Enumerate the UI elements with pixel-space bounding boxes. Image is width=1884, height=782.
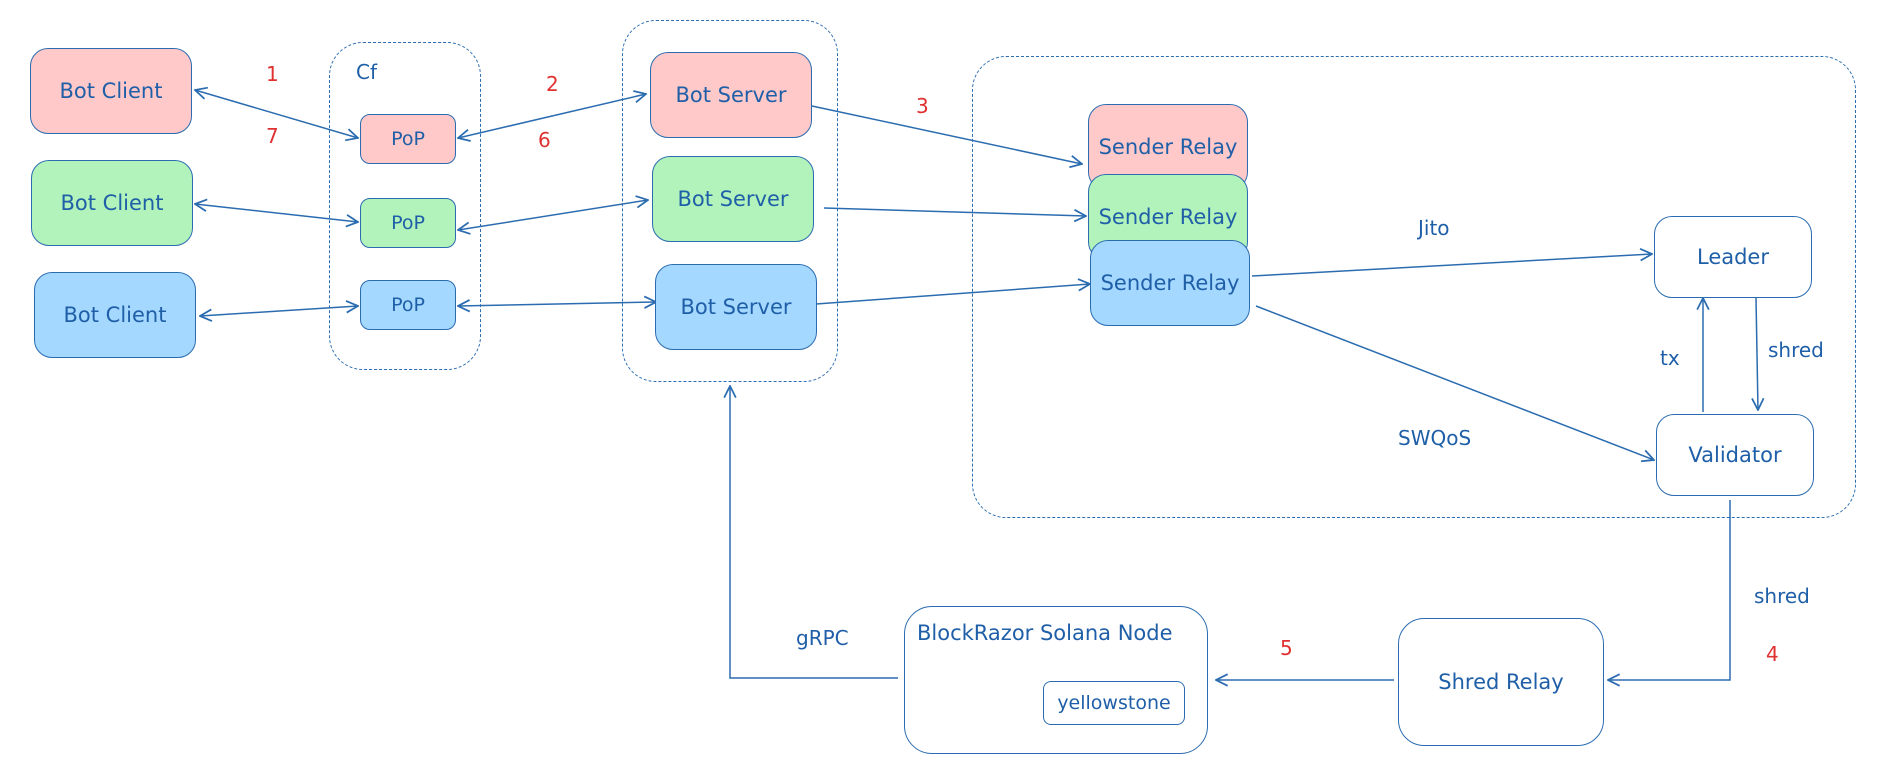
edge-relay-leader [1251,254,1652,277]
bot-client-blue[interactable]: Bot Client [34,272,196,358]
edge-server2-relay2 [823,207,1086,216]
edge-label-shred-down: shred [1768,338,1824,362]
step-number-3: 3 [916,94,929,118]
blockrazor-solana-node[interactable]: BlockRazor Solana Node yellowstone [904,606,1208,754]
validator-label: Validator [1688,443,1782,467]
bot-server-green[interactable]: Bot Server [652,156,814,242]
bot-server-label: Bot Server [680,295,792,319]
step-number-1: 1 [266,62,279,86]
bot-client-red[interactable]: Bot Client [30,48,192,134]
edge-label-tx: tx [1660,346,1680,370]
edge-node-botservers-grpc [730,386,898,679]
edge-pop2-server2 [458,200,648,230]
edge-client3-pop3 [200,306,358,316]
bot-client-green[interactable]: Bot Client [31,160,193,246]
leader-label: Leader [1696,245,1769,269]
pop-red[interactable]: PoP [360,114,456,164]
pop-label: PoP [391,212,425,234]
edge-relay-validator [1255,305,1654,460]
sender-relay-label: Sender Relay [1098,205,1238,229]
bot-client-label: Bot Client [63,303,167,327]
sender-relay-label: Sender Relay [1100,271,1240,295]
bot-server-group [622,20,838,382]
pop-green[interactable]: PoP [360,198,456,248]
validator-node[interactable]: Validator [1656,414,1814,496]
bot-server-label: Bot Server [675,83,787,107]
yellowstone-label: yellowstone [1057,692,1171,714]
solana-cluster-group [972,56,1856,518]
step-number-2: 2 [546,72,559,96]
edge-client2-pop2 [195,204,358,222]
edge-server3-relay3 [815,284,1090,305]
edge-label-jito: Jito [1418,216,1450,240]
cf-group [329,42,481,370]
bot-server-blue[interactable]: Bot Server [655,264,817,350]
edge-leader-validator-shred [1756,297,1758,410]
bot-server-red[interactable]: Bot Server [650,52,812,138]
shred-relay-node[interactable]: Shred Relay [1398,618,1604,746]
edge-label-swqos: SWQoS [1398,426,1472,450]
step-number-4: 4 [1766,642,1779,666]
edge-pop1-server1 [458,94,646,138]
cf-group-label: Cf [356,60,378,84]
edge-client1-pop1 [195,90,358,138]
pop-label: PoP [391,294,425,316]
shred-relay-label: Shred Relay [1438,670,1564,694]
step-number-7: 7 [266,124,279,148]
edge-label-shred-out: shred [1754,584,1810,608]
solana-node-label: BlockRazor Solana Node [917,621,1173,645]
step-number-6: 6 [538,128,551,152]
pop-label: PoP [391,128,425,150]
edge-label-grpc: gRPC [796,626,849,650]
yellowstone-plugin[interactable]: yellowstone [1043,681,1185,725]
edge-pop3-server3 [458,302,656,306]
bot-client-label: Bot Client [60,191,164,215]
sender-relay-label: Sender Relay [1098,135,1238,159]
leader-node[interactable]: Leader [1654,216,1812,298]
bot-server-label: Bot Server [677,187,789,211]
step-number-5: 5 [1280,636,1293,660]
bot-client-label: Bot Client [59,79,163,103]
edge-server1-relay1 [811,105,1082,164]
edge-validator-shredrelay [1608,500,1731,680]
sender-relay-blue[interactable]: Sender Relay [1090,240,1250,326]
pop-blue[interactable]: PoP [360,280,456,330]
